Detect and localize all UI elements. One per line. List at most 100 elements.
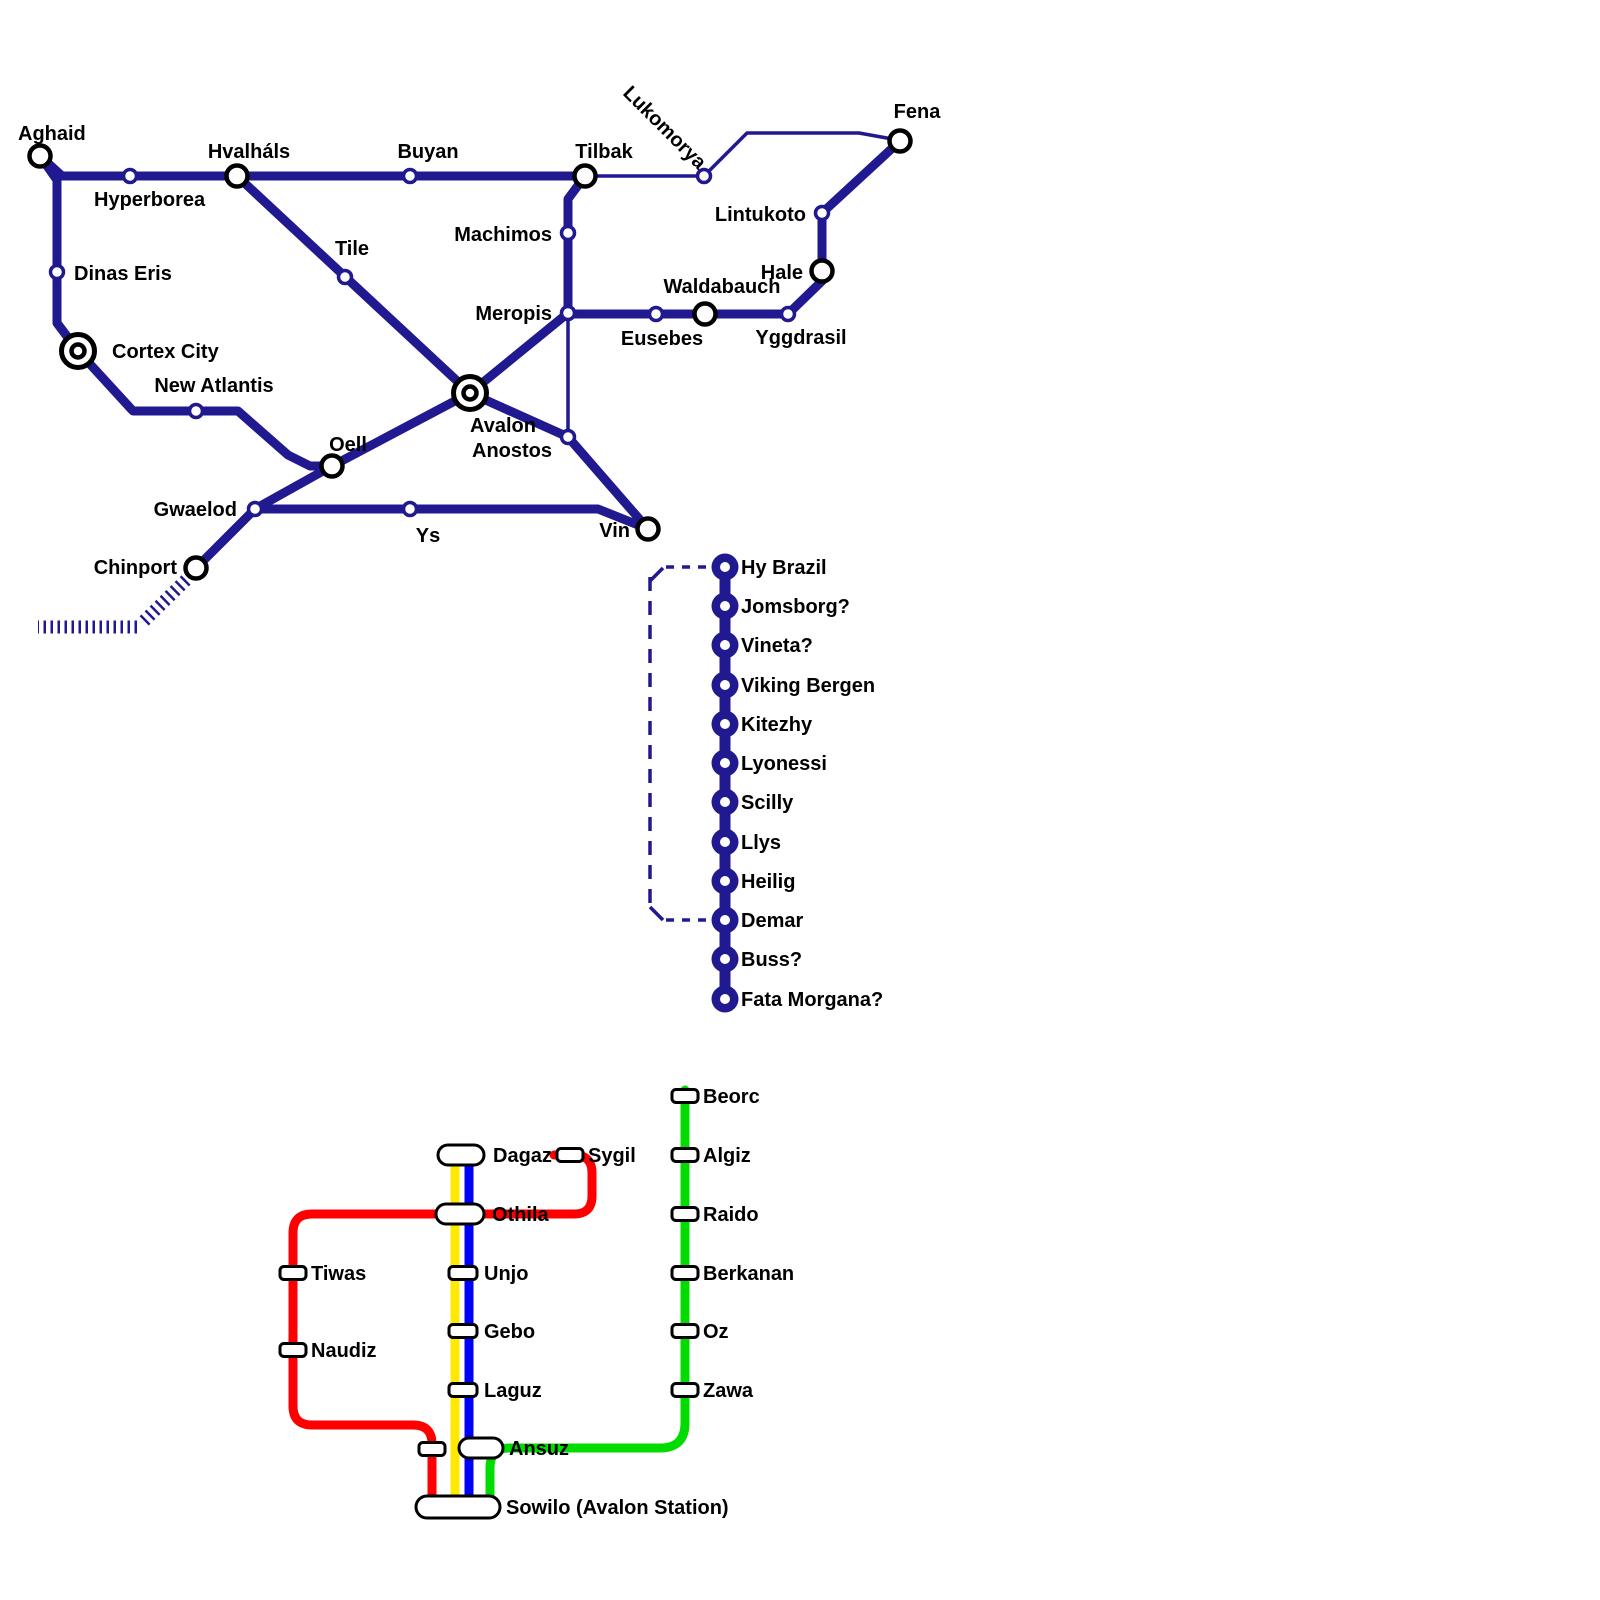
station-lukomorya-branch — [695, 167, 713, 185]
station-label-anostos: Anostos — [472, 440, 552, 462]
station-label-eusebes: Eusebes — [621, 328, 703, 350]
station-label-laguz: Laguz — [484, 1380, 542, 1402]
metro-line-red — [288, 1150, 597, 1508]
line-lukomorya-branch — [583, 131, 900, 178]
island-station: Buss? — [711, 945, 802, 973]
station-label-tilbak: Tilbak — [575, 141, 633, 163]
station-label-buyan: Buyan — [397, 141, 458, 163]
station-label-tiwas: Tiwas — [311, 1263, 366, 1285]
island-center — [720, 758, 730, 768]
station-fena — [887, 128, 913, 154]
island-station: Lyonessi — [711, 749, 827, 777]
station-label-naudiz: Naudiz — [311, 1340, 377, 1362]
station-vin — [635, 516, 661, 542]
station-label-waldabauch: Waldabauch — [663, 276, 780, 298]
station-eusebes — [647, 305, 665, 323]
station-tilbak — [572, 163, 598, 189]
line-cortex-oell — [73, 346, 337, 471]
island-station: Jomsborg? — [711, 592, 850, 620]
metro-line-green — [485, 1085, 690, 1508]
station-label-ansuz: Ansuz — [509, 1438, 569, 1460]
island-center — [720, 640, 730, 650]
station-cortex-city — [59, 332, 97, 370]
island-station-label: Lyonessi — [741, 753, 827, 775]
station-avalon — [451, 374, 489, 412]
station-label-berkanan: Berkanan — [703, 1263, 794, 1285]
island-center — [720, 601, 730, 611]
station-oell — [319, 453, 345, 479]
island-station: Viking Bergen — [711, 671, 875, 699]
station-zawa — [670, 1382, 700, 1398]
island-station: Kitezhy — [711, 710, 813, 738]
island-center — [720, 994, 730, 1004]
station-label-lintukoto: Lintukoto — [715, 204, 806, 226]
island-station: Demar — [711, 906, 803, 934]
station-label-ys: Ys — [416, 525, 440, 547]
station-lintukoto — [813, 204, 831, 222]
station-ansuz — [457, 1436, 505, 1460]
station-dinas-eris — [48, 263, 66, 281]
station-machimos — [559, 224, 577, 242]
station-label-avalon: Avalon — [470, 415, 536, 437]
station-label-othila: Othila — [492, 1204, 550, 1226]
station-berkanan — [670, 1265, 700, 1281]
metro-labels: Beorc Dagaz Sygil Algiz Othila Raido Tiw… — [311, 1086, 794, 1519]
station-label-oell: Oell — [329, 434, 367, 456]
station-label-hvalhals: Hvalháls — [208, 141, 290, 163]
station-sygil — [555, 1147, 585, 1163]
line-gwaelod-vin — [250, 504, 653, 534]
station-buyan — [401, 167, 419, 185]
station-label-zawa: Zawa — [703, 1380, 754, 1402]
island-station-label: Jomsborg? — [741, 596, 850, 618]
island-center — [720, 719, 730, 729]
station-label-sowilo: Sowilo (Avalon Station) — [506, 1497, 729, 1519]
station-tile — [336, 268, 354, 286]
island-ferry-route — [648, 561, 731, 1005]
avalon-inner-ring — [461, 384, 479, 402]
island-center — [720, 562, 730, 572]
line-aghaid-cortex — [35, 151, 83, 356]
station-label-dagaz: Dagaz — [493, 1145, 552, 1167]
station-gwaelod — [246, 500, 264, 518]
station-label-dinas-eris: Dinas Eris — [74, 263, 172, 285]
station-laguz — [447, 1382, 479, 1398]
station-label-algiz: Algiz — [703, 1145, 751, 1167]
island-center — [720, 876, 730, 886]
station-label-cortex-city: Cortex City — [112, 341, 220, 363]
station-label-meropis: Meropis — [475, 303, 552, 325]
island-station: Llys — [711, 828, 781, 856]
station-label-gebo: Gebo — [484, 1321, 535, 1343]
station-aghaid — [27, 143, 53, 169]
line-hvalhals-avalon-vin — [232, 171, 653, 534]
station-chinport — [183, 555, 209, 581]
island-center — [720, 954, 730, 964]
island-station-label: Heilig — [741, 871, 795, 893]
island-station-label: Vineta? — [741, 635, 813, 657]
island-station-label: Scilly — [741, 792, 794, 814]
station-label-machimos: Machimos — [454, 224, 552, 246]
station-label-vin: Vin — [599, 520, 630, 542]
station-gebo — [447, 1323, 479, 1339]
station-label-unjo: Unjo — [484, 1263, 528, 1285]
station-naudiz — [278, 1342, 308, 1358]
station-label-beorc: Beorc — [703, 1086, 760, 1108]
station-othila — [434, 1202, 486, 1226]
line-under-construction-diagonal — [136, 575, 191, 629]
island-station-label: Buss? — [741, 949, 802, 971]
island-station: Hy Brazil — [711, 553, 827, 581]
ferry-tick-top — [648, 566, 665, 583]
island-center — [720, 797, 730, 807]
island-stations: Hy Brazil Jomsborg? Vineta? Viking Berge… — [711, 553, 883, 1013]
station-tiwas — [278, 1265, 308, 1281]
island-station-label: Kitezhy — [741, 714, 813, 736]
station-meropis — [559, 304, 577, 322]
island-station: Fata Morgana? — [711, 985, 883, 1013]
island-station: Vineta? — [711, 631, 813, 659]
station-hyperborea — [121, 167, 139, 185]
station-label-hyperborea: Hyperborea — [94, 189, 206, 211]
station-label-fena: Fena — [894, 101, 942, 123]
island-station: Heilig — [711, 867, 795, 895]
island-center — [720, 680, 730, 690]
station-dagaz — [436, 1143, 486, 1167]
